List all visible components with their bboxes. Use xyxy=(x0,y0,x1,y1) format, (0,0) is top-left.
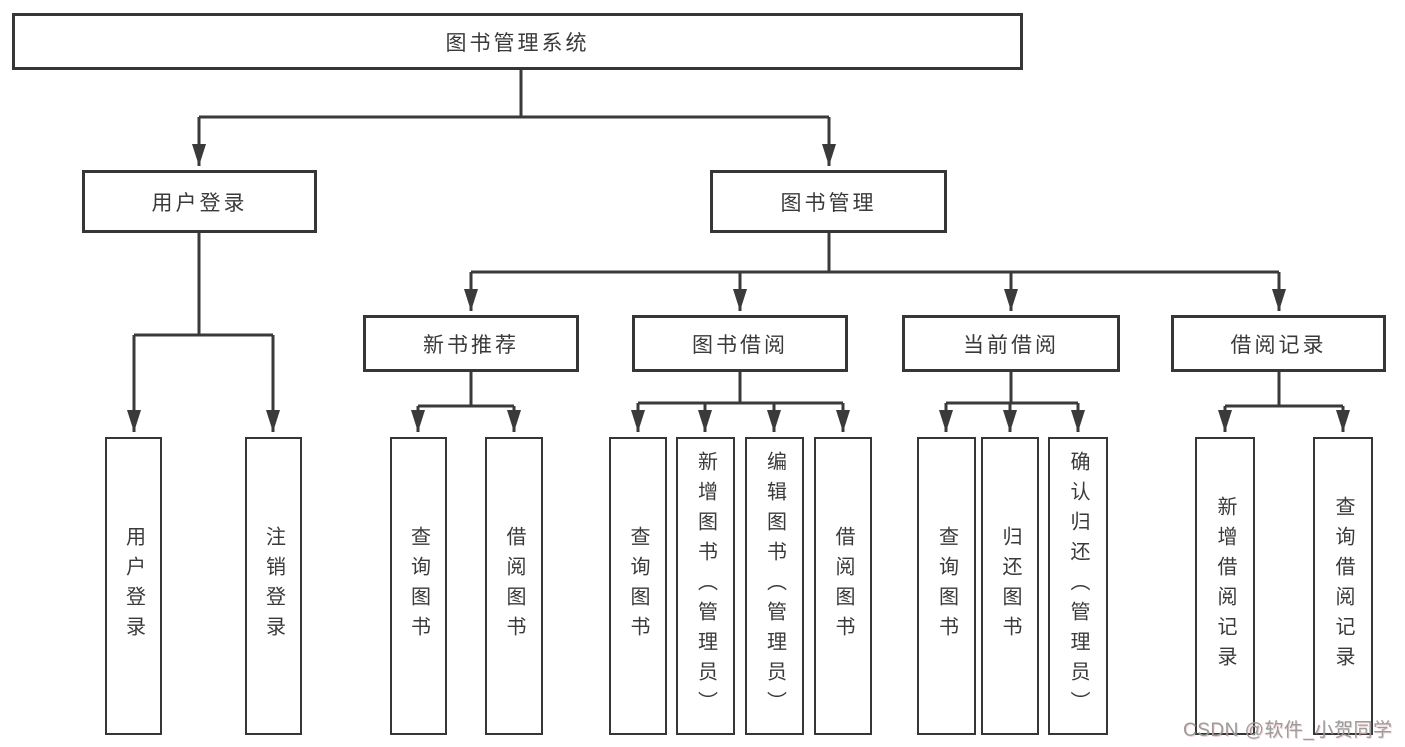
leaf-borrow-query-book: 查询图书 xyxy=(609,437,667,735)
node-book-management: 图书管理 xyxy=(710,170,947,233)
node-user-login: 用户登录 xyxy=(82,170,317,233)
leaf-borrow-add-book-admin: 新增图书（管理员） xyxy=(676,437,735,735)
leaf-user-login: 用户登录 xyxy=(105,437,162,735)
leaf-record-query-record: 查询借阅记录 xyxy=(1313,437,1373,735)
node-book-borrow: 图书借阅 xyxy=(632,315,848,372)
leaf-logout: 注销登录 xyxy=(245,437,302,735)
leaf-current-query-book: 查询图书 xyxy=(917,437,976,735)
leaf-borrow-borrow-book: 借阅图书 xyxy=(814,437,872,735)
leaf-record-add-record: 新增借阅记录 xyxy=(1195,437,1255,735)
leaf-borrow-edit-book-admin: 编辑图书（管理员） xyxy=(745,437,804,735)
node-root-system: 图书管理系统 xyxy=(12,13,1023,70)
node-borrow-records: 借阅记录 xyxy=(1171,315,1386,372)
leaf-newbook-query-book: 查询图书 xyxy=(390,437,447,735)
node-current-borrow: 当前借阅 xyxy=(902,315,1120,372)
csdn-watermark: CSDN @软件_小贺同学 xyxy=(1183,720,1393,741)
leaf-newbook-borrow-book: 借阅图书 xyxy=(485,437,543,735)
leaf-current-confirm-return-admin: 确认归还（管理员） xyxy=(1048,437,1108,735)
node-new-book-recommend: 新书推荐 xyxy=(363,315,579,372)
leaf-current-return-book: 归还图书 xyxy=(981,437,1039,735)
